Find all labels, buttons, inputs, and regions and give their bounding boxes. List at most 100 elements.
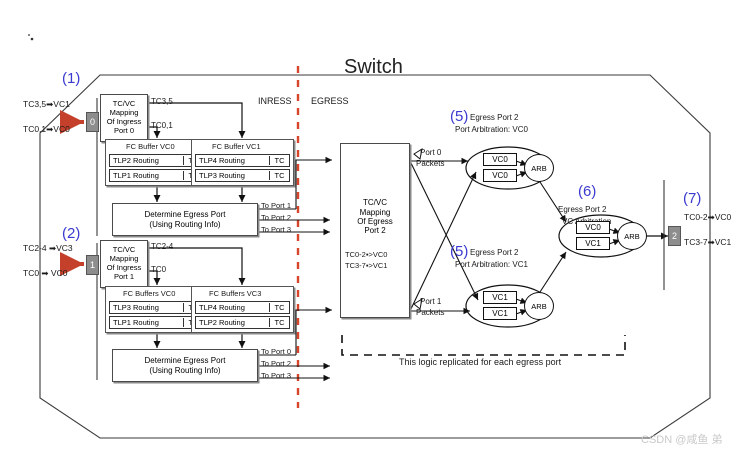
port0-tcvc-mapping-block: [100, 94, 148, 142]
replication-note: This logic replicated for each egress po…: [399, 357, 562, 367]
port-arb-vc0-queue-1: VC0: [483, 169, 517, 182]
marker-7: (7): [683, 190, 702, 207]
port-arb-vc1-queue-0: VC1: [483, 291, 517, 304]
port1-packets-label-line2: Packets: [416, 308, 445, 317]
port1-to-port-1: To Port 2: [261, 359, 292, 368]
port-arb-vc1-queue-1: VC1: [483, 307, 517, 320]
port1-determine-line-0: Determine Egress Port: [144, 356, 226, 366]
port1-determine-line-1: (Using Routing Info): [149, 365, 221, 375]
port1-vc0-row-1-label: TLP1 Routing: [113, 318, 159, 327]
port1-out-label-1: TC0: [151, 265, 167, 274]
port1-vc0-row-0: TLP3 Routing TC: [109, 301, 204, 314]
marker-1: (1): [62, 70, 81, 87]
egress-tcvc-mapping-text: TC/VC Mapping Of Egress Port 2: [340, 186, 410, 248]
egress-out-mapping-0: TC0-2➡VC0: [684, 212, 732, 222]
egress-map-rule-1: TC3-7▪>VC1: [345, 261, 388, 270]
port1-determine-egress-box: [112, 349, 258, 382]
port0-fc-buffer-vc1-title: FC Buffer VC1: [212, 142, 261, 151]
port0-fc-buffer-vc0-title: FC Buffer VC0: [126, 142, 175, 151]
port0-tcvc-mapping-text: TC/VC Mapping Of Ingress Port 0: [100, 94, 148, 142]
port1-input-mapping-1: TC0 ➡ VC0: [23, 268, 68, 278]
egress-out-mapping-1: TC3-7➡VC1: [684, 237, 732, 247]
port0-vc1-row-0-label: TLP4 Routing: [199, 156, 245, 165]
label-ingress: INRESS: [258, 96, 292, 106]
port0-packets-label-line1: Port 0: [420, 148, 442, 157]
vc-arb-queue-0: VC0: [576, 221, 610, 234]
port0-vc1-row-1-label: TLP3 Routing: [199, 171, 245, 180]
egress-map-line-3: Port 2: [364, 226, 386, 236]
port1-vc3-row-1-label: TLP2 Routing: [199, 318, 245, 327]
vc-arb-arb: ARB: [617, 222, 647, 250]
port0-vc1-row-1-tc: TC: [269, 171, 289, 180]
port0-vc0-row-1-label: TLP1 Routing: [113, 171, 159, 180]
egress-tcvc-mapping-block: [340, 143, 410, 318]
port1-vc3-row-0: TLP4 Routing TC: [195, 301, 290, 314]
port0-packets-label-line2: Packets: [416, 159, 445, 168]
vc-arb-queue-1: VC1: [576, 237, 610, 250]
port0-to-port-0: To Port 1: [261, 201, 292, 210]
port0-vc0-row-0: TLP2 Routing TC: [109, 154, 204, 167]
port0-input-mapping-1: TC0,1➡VC0: [23, 124, 70, 134]
port1-vc0-row-0-label: TLP3 Routing: [113, 303, 159, 312]
port0-determine-line-0: Determine Egress Port: [144, 210, 226, 220]
port-arb-vc0-caption-2: Port Arbitration: VC0: [455, 125, 528, 134]
port1-fc-buffer-vc0-title: FC Buffers VC0: [123, 289, 176, 298]
port-arb-vc0-arb: ARB: [524, 154, 554, 182]
port0-map-line-0: TC/VC: [112, 99, 136, 109]
port1-map-line-2: Of Ingress: [106, 263, 142, 272]
marker-5-bottom: (5): [450, 243, 469, 260]
port0-to-port-2: To Port 3: [261, 225, 292, 234]
port0-determine-egress-box: [112, 203, 258, 236]
port0-vc0-row-1: TLP1 Routing TC: [109, 169, 204, 182]
ingress-port-1-badge: 1: [86, 255, 99, 275]
port0-input-mapping-0: TC3,5➡VC1: [23, 99, 70, 109]
port0-map-line-1: Mapping: [109, 108, 139, 118]
port1-to-port-0: To Port 0: [261, 347, 292, 356]
port1-vc3-row-0-label: TLP4 Routing: [199, 303, 245, 312]
port1-fc-buffer-vc3-title: FC Buffers VC3: [209, 289, 262, 298]
egress-map-line-0: TC/VC: [363, 198, 387, 208]
port1-out-label-0: TC2-4: [151, 242, 174, 251]
port-arb-vc0-caption-1: Egress Port 2: [470, 113, 519, 122]
port1-vc3-row-0-tc: TC: [269, 303, 289, 312]
port1-determine-egress-text: Determine Egress Port (Using Routing Inf…: [112, 349, 258, 382]
port0-vc0-row-0-label: TLP2 Routing: [113, 156, 159, 165]
port1-vc3-row-1: TLP2 Routing TC: [195, 316, 290, 329]
port1-map-line-1: Mapping: [109, 254, 139, 264]
port-arb-vc1-arb: ARB: [524, 292, 554, 320]
egress-map-line-1: Mapping: [359, 207, 391, 217]
vc-arb-caption-1: Egress Port 2: [558, 205, 607, 214]
port0-map-line-2: Of Ingress: [106, 117, 142, 126]
port1-packets-label-line1: Port 1: [420, 297, 442, 306]
port0-vc1-row-0-tc: TC: [269, 156, 289, 165]
switch-outline: [39, 74, 711, 439]
egress-map-rule-0: TC0-2▪>VC0: [345, 250, 388, 259]
port1-tcvc-mapping-text: TC/VC Mapping Of Ingress Port 1: [100, 240, 148, 288]
port-arb-vc1-caption-1: Egress Port 2: [470, 248, 519, 257]
port1-map-line-0: TC/VC: [112, 245, 136, 255]
ingress-port-0-badge: 0: [86, 112, 99, 132]
port0-determine-line-1: (Using Routing Info): [149, 219, 221, 229]
marker-5-top: (5): [450, 108, 469, 125]
port0-map-line-3: Port 0: [113, 125, 134, 135]
watermark: CSDN @咸鱼 弟: [641, 434, 723, 446]
port-arb-vc1-caption-2: Port Arbitration: VC1: [455, 260, 528, 269]
port0-vc1-row-0: TLP4 Routing TC: [195, 154, 290, 167]
marker-6: (6): [578, 183, 597, 200]
egress-port-2-badge: 2: [668, 226, 681, 246]
port1-to-port-2: To Port 3: [261, 371, 292, 380]
egress-map-line-2: Of Egress: [357, 217, 393, 226]
port0-out-label-0: TC3,5: [151, 97, 173, 106]
label-egress: EGRESS: [311, 96, 349, 106]
port1-vc0-row-1: TLP1 Routing TC: [109, 316, 204, 329]
port0-vc1-row-1: TLP3 Routing TC: [195, 169, 290, 182]
page-title: Switch: [344, 56, 403, 78]
port1-map-line-3: Port 1: [113, 271, 134, 281]
port1-vc3-row-1-tc: TC: [269, 318, 289, 327]
marker-2: (2): [62, 225, 81, 242]
port0-determine-egress-text: Determine Egress Port (Using Routing Inf…: [112, 203, 258, 236]
port-arb-vc0-queue-0: VC0: [483, 153, 517, 166]
port0-to-port-1: To Port 2: [261, 213, 292, 222]
